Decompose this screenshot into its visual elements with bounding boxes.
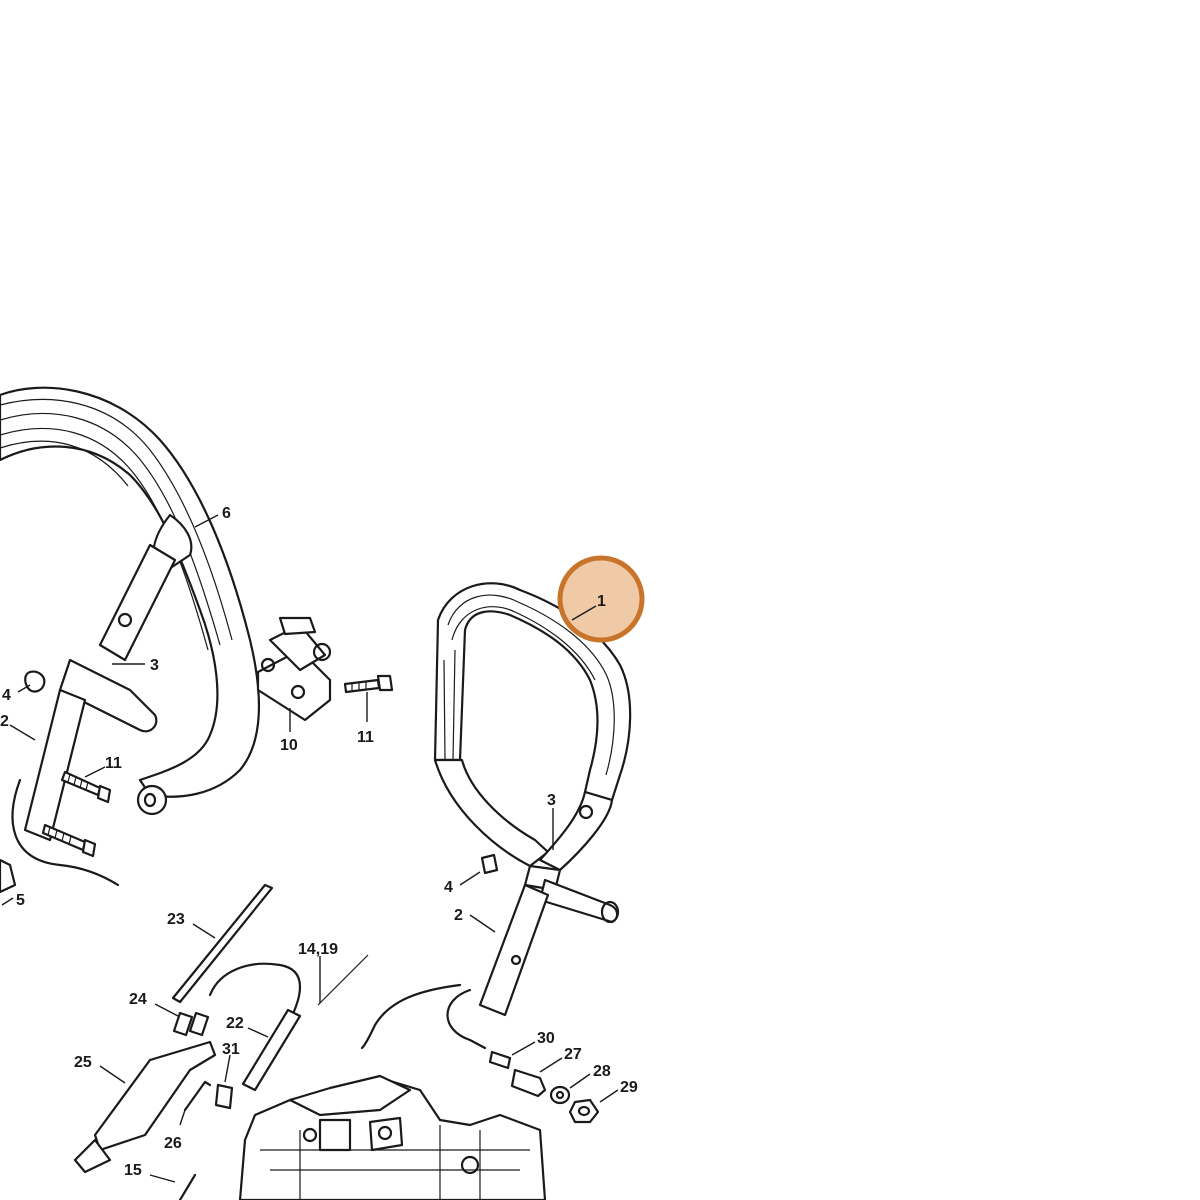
label-4-left: 4 xyxy=(2,687,11,704)
label-26: 26 xyxy=(164,1135,182,1152)
label-29: 29 xyxy=(620,1079,638,1096)
highlight-marker-part-1[interactable]: 1 xyxy=(557,555,645,643)
label-2-right: 2 xyxy=(454,907,463,924)
label-2-left: 2 xyxy=(0,713,9,730)
part-labels: 6 3 4 2 11 5 10 11 3 4 2 23 14,19 24 22 … xyxy=(0,505,638,1179)
handlebar-left[interactable] xyxy=(0,386,261,887)
lever-25[interactable] xyxy=(73,1040,217,1174)
label-6: 6 xyxy=(222,505,231,522)
bolt-11-middle[interactable] xyxy=(343,674,394,694)
screw-30[interactable] xyxy=(488,1050,512,1070)
label-5: 5 xyxy=(16,892,25,909)
tube-22[interactable] xyxy=(241,1008,302,1092)
throttle-cable-14-19[interactable] xyxy=(208,962,302,1022)
bolt-lower-left[interactable] xyxy=(41,823,97,858)
label-11-middle: 11 xyxy=(357,729,374,746)
label-24: 24 xyxy=(129,991,147,1008)
label-28: 28 xyxy=(593,1063,611,1080)
handlebar-right[interactable] xyxy=(433,582,632,1050)
label-10: 10 xyxy=(280,737,298,754)
label-15: 15 xyxy=(124,1162,142,1179)
label-3-left: 3 xyxy=(150,657,159,674)
label-4-right: 4 xyxy=(444,879,453,896)
nut-29[interactable] xyxy=(568,1098,600,1124)
sleeves-24[interactable] xyxy=(172,1011,210,1037)
label-30: 30 xyxy=(537,1030,555,1047)
label-14-19: 14,19 xyxy=(298,941,338,958)
label-27: 27 xyxy=(564,1046,582,1063)
label-25: 25 xyxy=(74,1054,92,1071)
switch-27[interactable] xyxy=(510,1068,547,1098)
label-3-right: 3 xyxy=(547,792,556,809)
label-23: 23 xyxy=(167,911,185,928)
spacer-4-right[interactable] xyxy=(480,853,499,875)
label-1: 1 xyxy=(597,593,606,610)
leader-lines xyxy=(1,514,619,1183)
bracket-5-fragment xyxy=(0,858,17,894)
cable-15 xyxy=(178,1173,197,1200)
cable-rod xyxy=(317,954,369,1006)
label-22: 22 xyxy=(226,1015,244,1032)
engine-block xyxy=(238,1074,547,1200)
label-11-left: 11 xyxy=(105,755,122,772)
highlight-circle[interactable] xyxy=(557,555,645,643)
rod-23[interactable] xyxy=(171,883,274,1004)
washer-28[interactable] xyxy=(549,1085,571,1105)
label-31: 31 xyxy=(222,1041,240,1058)
bracket-10[interactable] xyxy=(256,616,332,722)
connector-31[interactable] xyxy=(214,1083,234,1110)
wire-26 xyxy=(183,1080,212,1112)
bolt-11-left[interactable] xyxy=(60,770,112,804)
wire-harness xyxy=(360,983,462,1050)
